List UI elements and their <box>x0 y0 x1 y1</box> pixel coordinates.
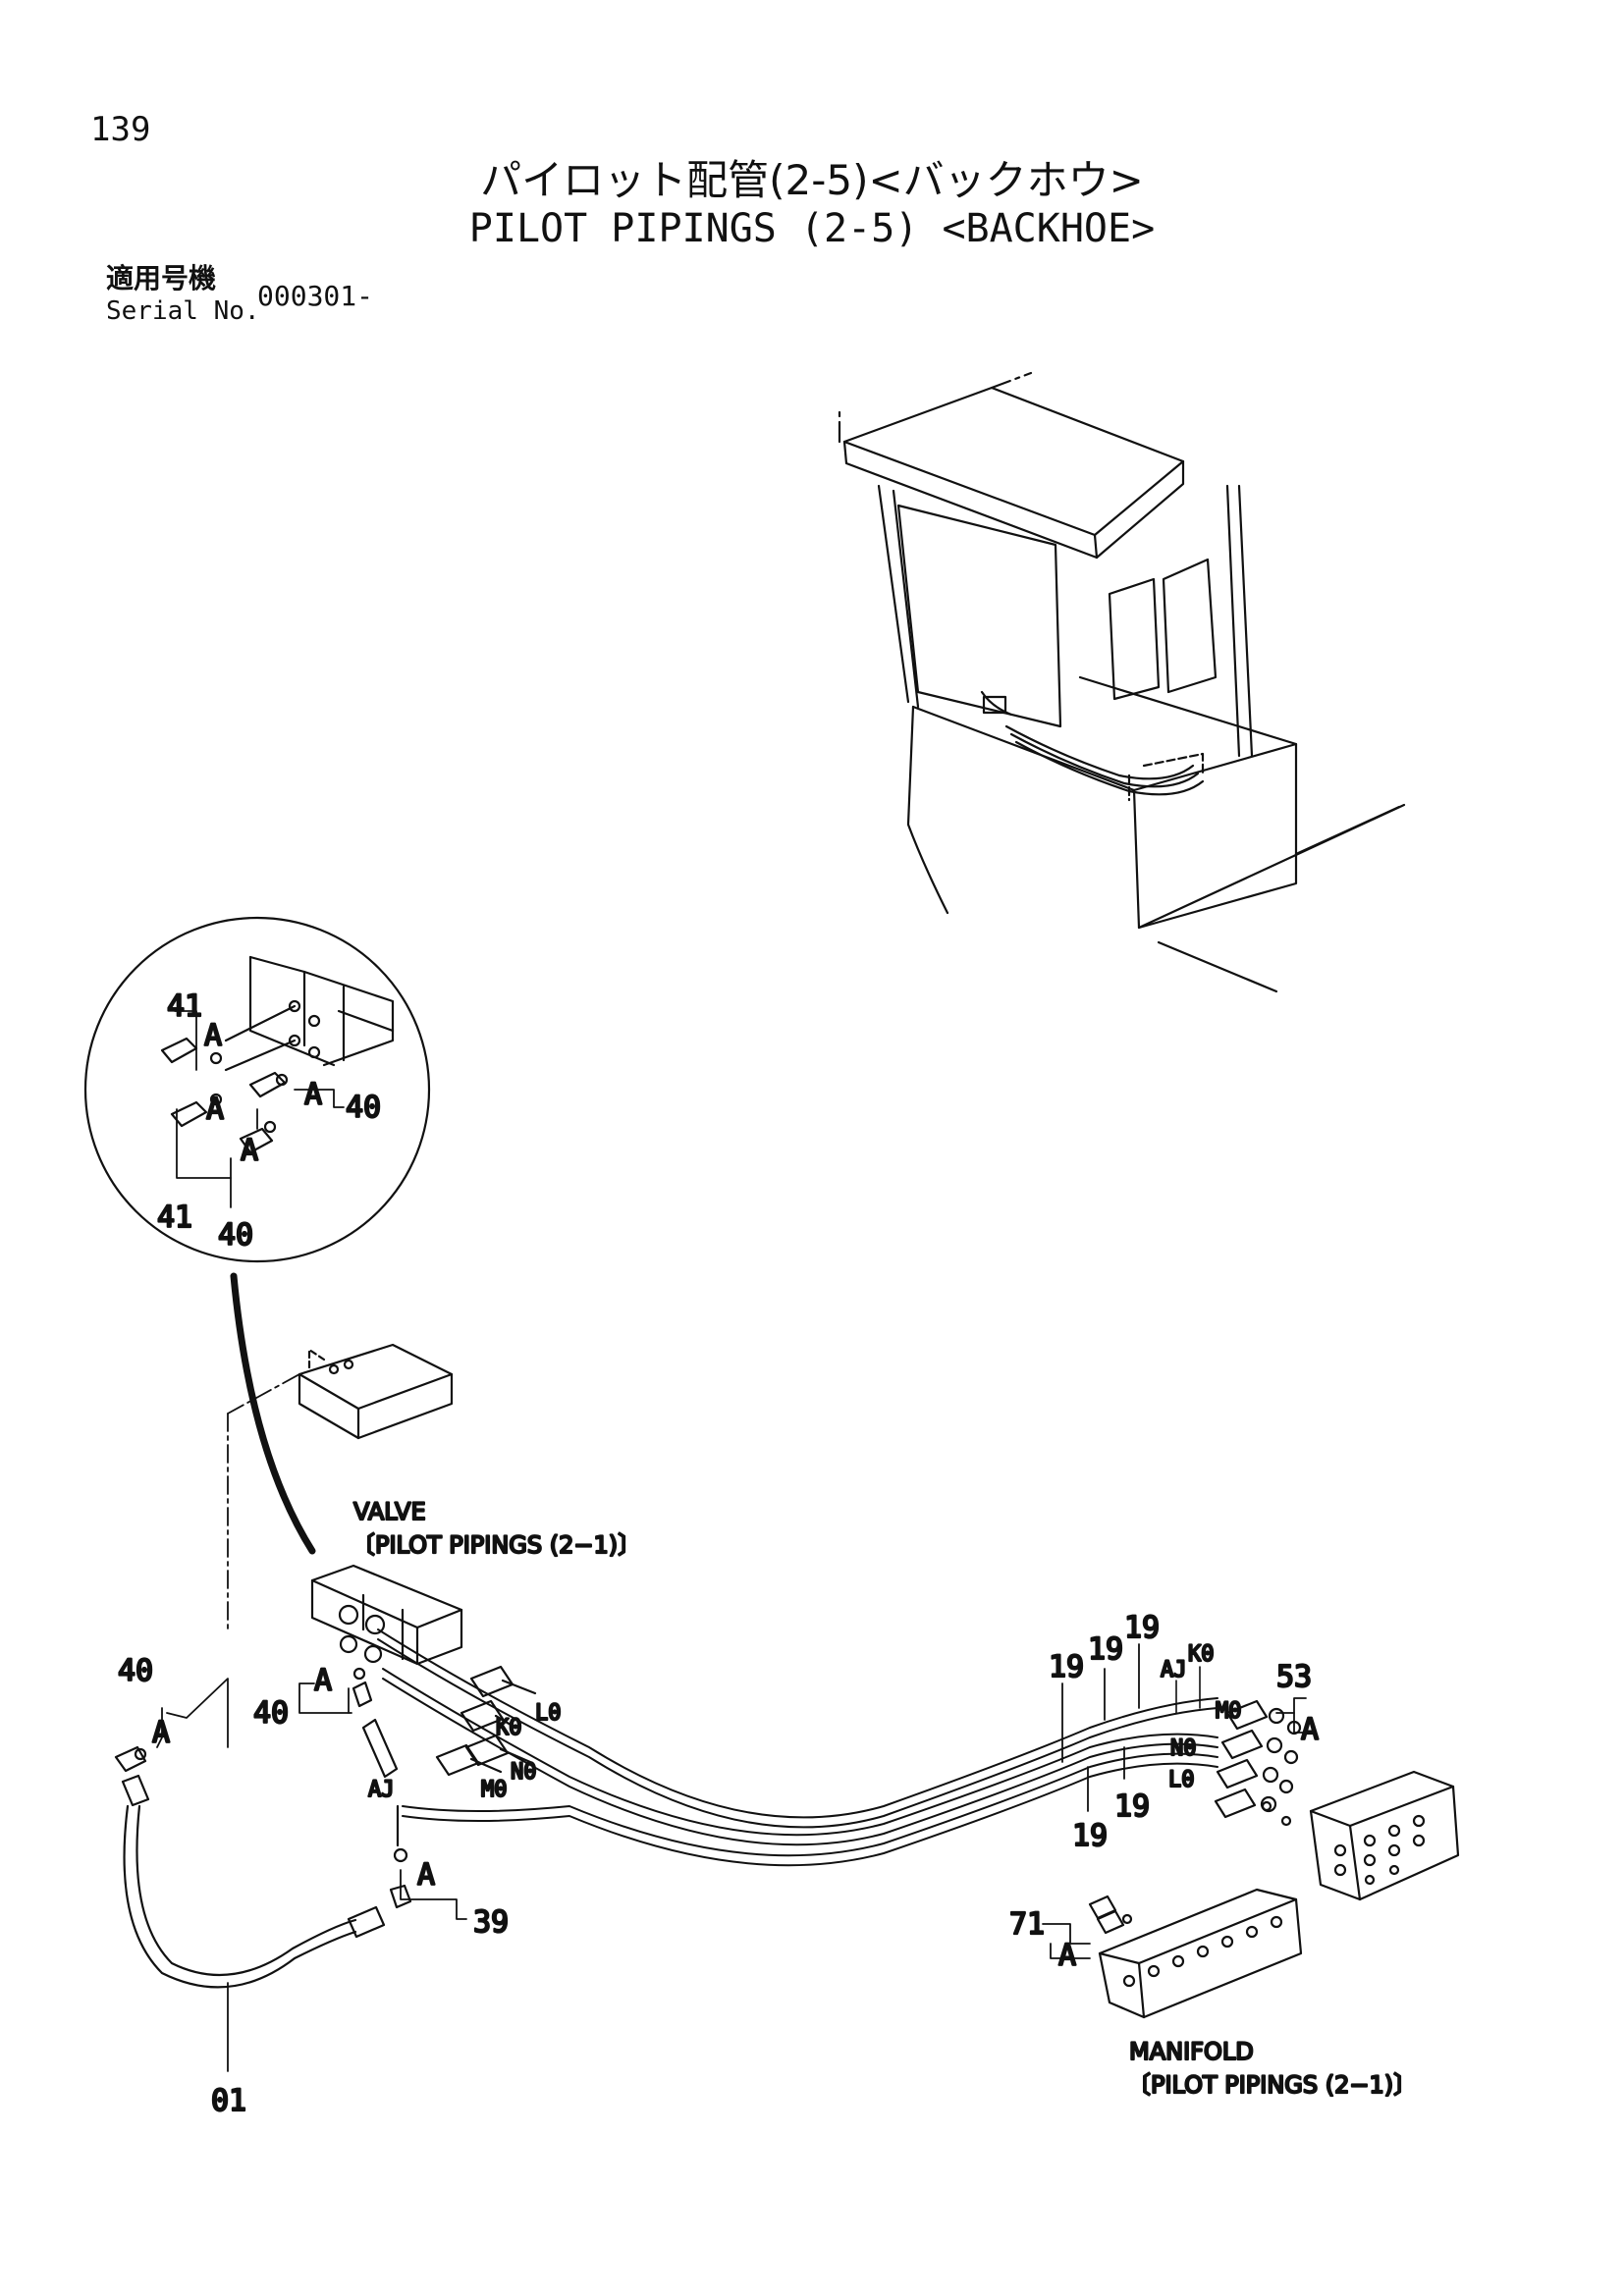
manifold-side-fittings <box>1214 1699 1302 1827</box>
page-title-english: PILOT PIPINGS (2-5) <BACKHOE> <box>468 206 1156 251</box>
callout-a-detail-1: A <box>204 1019 222 1053</box>
pilot-hose-bundle <box>377 1629 1218 1867</box>
port-label-ko-valve: K0 <box>496 1716 522 1740</box>
port-label-no-manifold: N0 <box>1170 1736 1197 1761</box>
callout-a-detail-2: A <box>304 1078 322 1112</box>
callout-a-39: A <box>417 1858 435 1893</box>
page-number: 139 <box>90 110 151 149</box>
manifold-block-lower <box>1088 1888 1303 2019</box>
serial-label-english: Serial No. <box>106 296 260 326</box>
callout-40-bottom: 40 <box>218 1218 253 1253</box>
port-label-no-valve: N0 <box>511 1760 537 1785</box>
port-label-lo-valve: L0 <box>535 1701 562 1726</box>
cab-illustration <box>838 371 1406 993</box>
detail-circle <box>83 916 431 1263</box>
valve-side-fittings <box>352 1665 537 1909</box>
callout-a-53: A <box>1301 1713 1319 1747</box>
callout-71: 71 <box>1009 1907 1045 1942</box>
callout-a-detail-4: A <box>241 1134 258 1168</box>
callout-41-top: 41 <box>167 989 202 1024</box>
callout-40-far-left: 40 <box>118 1654 153 1688</box>
callout-40-right: 40 <box>346 1091 381 1125</box>
callout-a-40-valve: A <box>314 1664 332 1698</box>
serial-number-value: 000301- <box>257 280 374 312</box>
callout-39: 39 <box>473 1905 509 1940</box>
callout-53: 53 <box>1276 1660 1312 1694</box>
callout-a-71: A <box>1058 1939 1076 1973</box>
callout-19-c: 19 <box>1049 1650 1084 1684</box>
manifold-reference-label: 〔PILOT PIPINGS (2−1)〕 <box>1127 2071 1417 2099</box>
page-title-japanese: パイロット配管(2-5)<バックホウ> <box>480 156 1144 204</box>
port-label-ko-manifold: K0 <box>1188 1642 1215 1667</box>
callout-19-a: 19 <box>1124 1611 1160 1645</box>
callout-01: 01 <box>211 2084 246 2118</box>
serial-label-japanese: 適用号機 <box>106 262 217 294</box>
port-label-aj-valve: AJ <box>368 1778 395 1802</box>
hose-01 <box>114 1745 386 1989</box>
main-valve <box>310 1564 463 1666</box>
port-label-lo-manifold: L0 <box>1168 1768 1195 1792</box>
port-label-mo-manifold: M0 <box>1216 1699 1242 1724</box>
manifold-block-upper <box>1309 1770 1460 1901</box>
valve-label: VALVE <box>353 1498 426 1525</box>
callout-40-left: 40 <box>253 1696 289 1731</box>
valve-reference-block <box>298 1343 454 1440</box>
valve-reference-label: 〔PILOT PIPINGS (2−1)〕 <box>352 1531 641 1559</box>
callout-19-b: 19 <box>1088 1632 1123 1667</box>
callout-41-bottom: 41 <box>157 1201 192 1235</box>
port-label-aj-manifold: AJ <box>1161 1658 1187 1682</box>
callout-19-d: 19 <box>1072 1819 1108 1853</box>
callout-a-detail-3: A <box>206 1093 224 1127</box>
manifold-label: MANIFOLD <box>1129 2038 1254 2065</box>
callout-19-e: 19 <box>1114 1789 1150 1824</box>
port-label-mo-valve: M0 <box>481 1778 508 1802</box>
callout-a-far-left: A <box>152 1716 170 1750</box>
